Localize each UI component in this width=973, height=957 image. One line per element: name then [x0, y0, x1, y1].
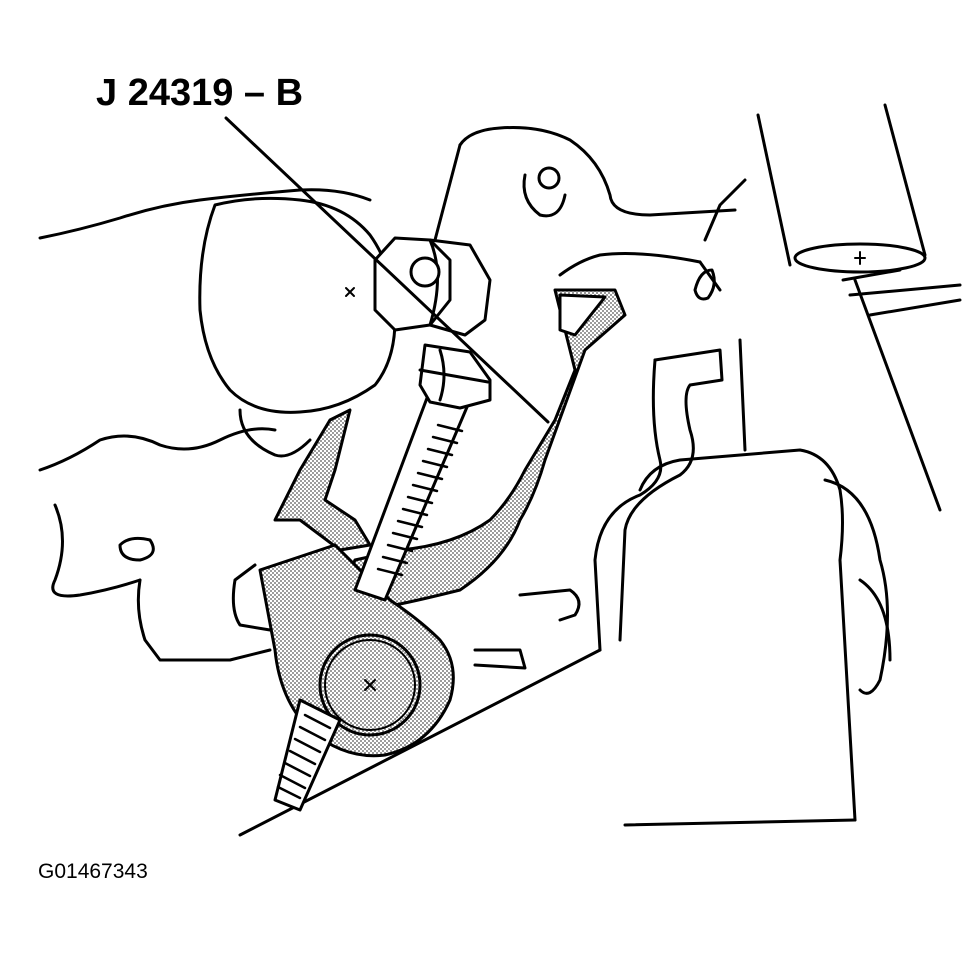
strut-tube	[703, 103, 962, 317]
steering-boot	[38, 188, 372, 662]
hub-housing	[238, 278, 942, 837]
figure-id: G01467343	[38, 860, 148, 883]
callout-leader-line	[224, 116, 550, 424]
steering-knuckle	[433, 126, 737, 301]
forcing-screw	[273, 388, 472, 812]
tool-callout-label: J 24319 – B	[96, 72, 304, 114]
tie-rod-end	[198, 196, 397, 458]
lower-bracket	[231, 563, 581, 670]
puller-frame	[273, 288, 627, 632]
screw-head-nut	[373, 236, 492, 410]
